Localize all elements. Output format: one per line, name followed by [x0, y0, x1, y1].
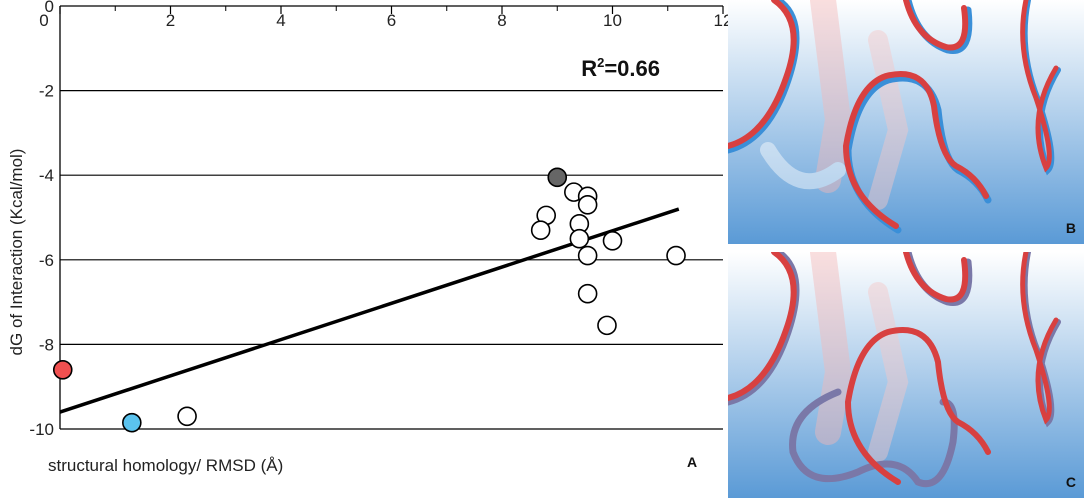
data-point [597, 315, 617, 336]
scatter-chart: 0 -2 -4 -6 -8 -10 0 2 4 6 8 10 12 R2=0.66 dG of Inte… [7, 0, 728, 475]
data-points [52, 167, 686, 433]
protein-structure-panel-c: C [728, 252, 1084, 498]
r-squared-annotation: R2=0.66 [581, 55, 660, 81]
data-point [577, 283, 598, 304]
panel-label-c: C [1065, 474, 1076, 490]
y-axis-title: dG of Interaction (Kcal/mol) [7, 149, 26, 356]
protein-structure-panel-b: B [728, 0, 1084, 244]
axes [59, 5, 724, 429]
gridlines [60, 89, 723, 430]
panel-label-b: B [1065, 220, 1076, 236]
y-tick-label: 0 [45, 0, 54, 16]
x-tick-label: 6 [387, 11, 396, 30]
y-tick-label: -10 [29, 420, 54, 439]
x-tick-label: 2 [166, 11, 175, 30]
y-tick-label: -4 [39, 166, 54, 185]
data-point [577, 195, 598, 215]
panel-label-a: A [687, 454, 697, 470]
y-tick-label: -8 [39, 335, 54, 354]
data-point [52, 359, 73, 380]
data-point [122, 412, 142, 433]
x-tick-label: 8 [497, 11, 506, 30]
data-point [666, 245, 686, 266]
data-point [177, 406, 197, 427]
data-point [547, 167, 568, 188]
x-tick-label: 4 [276, 11, 285, 30]
x-tick-label: 12 [714, 11, 728, 30]
x-tick-label: 10 [603, 11, 622, 30]
x-axis-title: structural homology/ RMSD (Å) [48, 456, 283, 475]
tick-labels: 0 -2 -4 -6 -8 -10 0 2 4 6 8 10 12 [29, 0, 728, 439]
x-tick-label: 0 [39, 11, 48, 30]
data-point [577, 245, 598, 266]
y-tick-label: -6 [39, 251, 54, 270]
y-tick-label: -2 [39, 82, 54, 101]
data-point [530, 220, 551, 240]
data-point [602, 230, 623, 251]
data-point [569, 228, 590, 249]
